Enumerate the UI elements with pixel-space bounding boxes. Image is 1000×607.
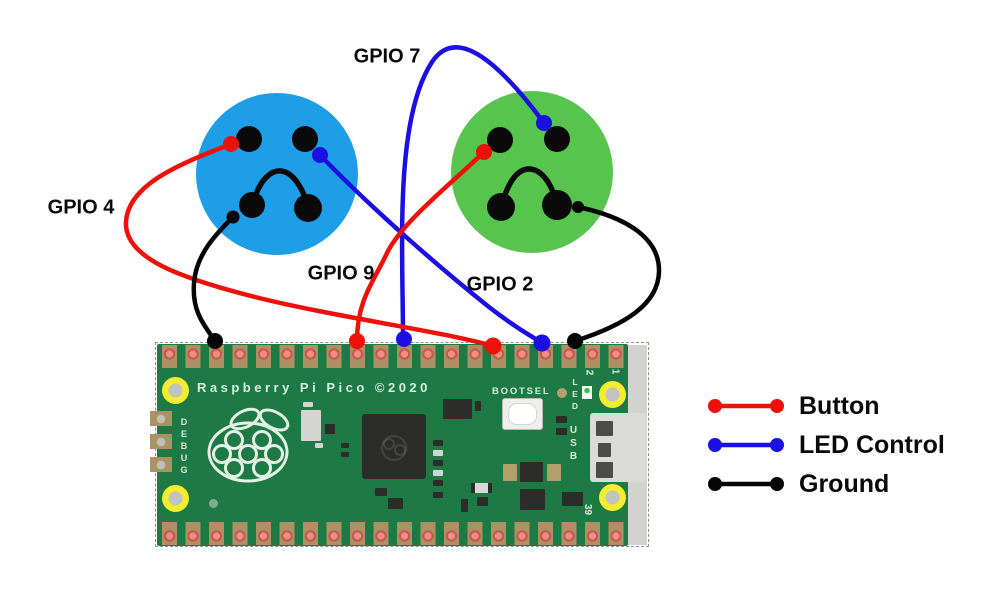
debug-label: DEBUG — [179, 417, 189, 477]
legend-item-button: Button — [705, 391, 945, 420]
label-gpio9: GPIO 9 — [307, 262, 375, 285]
legend-label: Ground — [799, 469, 890, 498]
micro-usb-connector — [590, 413, 646, 482]
smd-component — [547, 464, 561, 481]
via-dot — [209, 499, 218, 508]
smd-component — [433, 440, 443, 446]
legend-item-led-control: LED Control — [705, 430, 945, 459]
board-title: Raspberry Pi Pico ©2020 — [197, 380, 431, 395]
mount-hole — [599, 484, 626, 511]
smd-component — [341, 452, 349, 457]
led-wire-swatch — [708, 438, 784, 452]
smd-component — [433, 450, 443, 456]
smd-component — [520, 462, 543, 482]
smd-component — [562, 492, 583, 506]
smd-component — [433, 480, 443, 486]
smd-component — [315, 443, 323, 448]
via-dot — [557, 388, 567, 398]
smd-component — [475, 401, 481, 411]
smd-component — [388, 498, 403, 509]
smd-component — [520, 489, 545, 510]
smd-component — [477, 497, 488, 506]
onboard-led — [582, 386, 592, 399]
ground-wire-swatch — [708, 477, 784, 491]
smd-component — [461, 499, 468, 512]
bootsel-button-cap — [508, 403, 537, 425]
mount-hole — [162, 377, 189, 404]
pin-row-bottom — [162, 522, 624, 545]
smd-component — [503, 464, 517, 481]
button-wire-swatch — [708, 399, 784, 413]
flash-chip — [301, 410, 321, 441]
mount-hole — [599, 381, 626, 408]
board-outline — [155, 342, 649, 547]
smd-component — [325, 424, 335, 434]
mount-hole — [162, 485, 189, 512]
label-gpio7: GPIO 7 — [353, 45, 421, 68]
smd-component — [556, 416, 567, 423]
pin-row-top — [162, 345, 624, 368]
legend-item-ground: Ground — [705, 469, 945, 498]
led-label: LED — [570, 377, 580, 413]
legend-label: Button — [799, 391, 880, 420]
rp2040-chip — [362, 414, 426, 479]
smd-component — [303, 402, 313, 407]
legend-label: LED Control — [799, 430, 945, 459]
smd-resistor — [471, 483, 492, 493]
smd-component — [433, 460, 443, 466]
legend: Button LED Control Ground — [705, 391, 945, 511]
label-gpio4: GPIO 4 — [47, 196, 115, 219]
regulator-chip — [443, 399, 472, 419]
smd-component — [556, 428, 567, 435]
chip-etch-icon — [381, 435, 407, 461]
label-gpio2: GPIO 2 — [466, 273, 534, 296]
bootsel-label: BOOTSEL — [492, 386, 551, 397]
smd-component — [341, 443, 349, 448]
smd-component — [375, 488, 387, 496]
smd-component — [433, 492, 443, 498]
raspberry-logo-icon — [207, 407, 290, 483]
usb-label: USB — [568, 425, 579, 464]
smd-component — [433, 470, 443, 476]
